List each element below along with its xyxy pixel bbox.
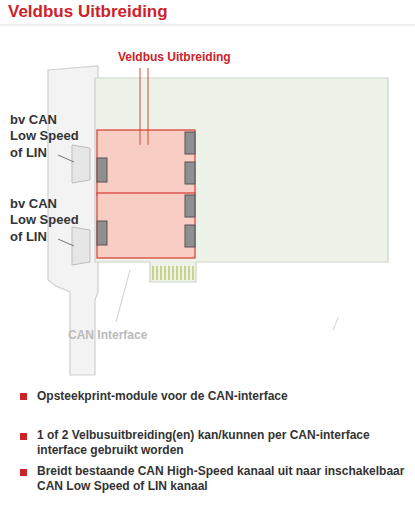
leader-line xyxy=(58,155,74,162)
bullet-square xyxy=(20,433,27,440)
leader-line xyxy=(116,270,130,322)
leader-line xyxy=(333,318,338,330)
db9-connector xyxy=(72,145,90,183)
bullet-square xyxy=(20,469,27,476)
bullet-text: 1 of 2 Velbusuitbreiding(en) kan/kunnen … xyxy=(37,428,405,458)
db9-connector xyxy=(72,227,90,265)
bullet-square xyxy=(20,393,27,400)
module-pin-header xyxy=(185,225,195,247)
leader-line xyxy=(148,68,149,145)
page-title: Veldbus Uitbreiding xyxy=(8,2,168,22)
port-label: bv CAN Low Speed of LIN xyxy=(10,196,84,245)
callout-label: Veldbus Uitbreiding xyxy=(118,50,268,65)
module-pin-header xyxy=(185,132,195,154)
bullet-text: Breidt bestaande CAN High-Speed kanaal u… xyxy=(37,464,405,494)
module-pin-header xyxy=(185,195,195,217)
fieldbus-module xyxy=(97,130,195,195)
pcb-board xyxy=(95,78,388,282)
module-pin-header xyxy=(185,162,195,184)
part-label: CAN Interface xyxy=(68,328,208,343)
bullet-text: Opsteekprint-module voor de CAN-interfac… xyxy=(37,389,405,404)
edge-connector xyxy=(152,266,194,280)
fieldbus-module xyxy=(97,193,195,258)
header-rule xyxy=(0,25,415,26)
port-label: bv CAN Low Speed of LIN xyxy=(10,112,84,161)
leader-line xyxy=(140,68,141,145)
leader-line xyxy=(58,239,74,246)
module-pin-header xyxy=(97,221,107,245)
module-pin-header xyxy=(97,158,107,182)
